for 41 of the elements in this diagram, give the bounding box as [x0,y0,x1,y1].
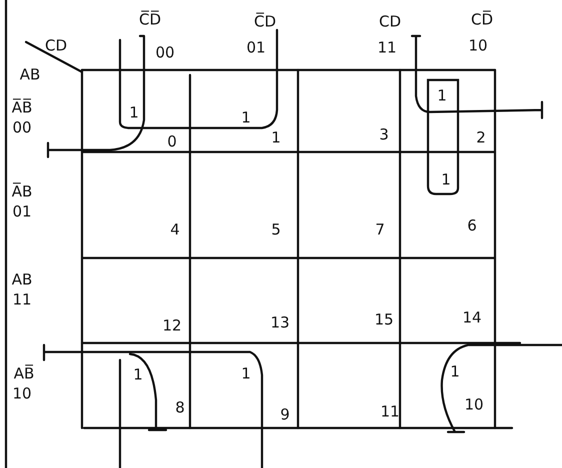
minterm-number: 15 [374,312,394,328]
minterm-number: 6 [467,218,477,234]
column-code-label: 10 [468,38,488,54]
cell-value: 1 [441,172,451,188]
cell-value: 1 [133,368,143,382]
minterm-number: 13 [270,316,290,330]
row-code-label: 00 [12,120,32,136]
row-variable-label: AB [12,272,32,288]
cell-value: 1 [450,364,460,380]
row-code-label: 11 [12,292,32,308]
column-variable-label: CD̅ [470,12,494,28]
column-variable-label: CD [378,14,402,30]
minterm-number: 11 [380,404,400,420]
cell-value: 1 [241,366,251,382]
row-variables-label: AB [20,68,40,82]
minterm-number: 14 [462,310,482,326]
minterm-number: 3 [379,128,389,142]
row-code-label: 01 [12,204,32,220]
minterm-number: 8 [175,400,185,416]
cell-value: 1 [437,88,447,104]
column-code-label: 01 [246,40,266,56]
cell-value: 1 [129,106,139,120]
column-variable-label: C̅D̅ [138,12,162,28]
minterm-number: 10 [464,398,484,412]
minterm-number: 9 [280,408,290,422]
minterm-number: 1 [271,130,281,146]
row-variable-label: A̅B [12,184,32,200]
minterm-number: 4 [170,222,180,238]
minterm-number: 5 [271,222,281,238]
column-code-label: 11 [377,40,397,56]
minterm-number: 12 [162,318,182,334]
minterm-number: 2 [476,130,486,146]
row-variable-label: AB̅ [14,366,34,382]
column-variables-label: CD [44,38,68,54]
minterm-number: 0 [167,134,177,150]
column-code-label: 00 [155,46,175,60]
row-variable-label: A̅B̅ [12,100,32,116]
minterm-number: 7 [375,222,385,238]
cell-value: 1 [241,110,251,126]
column-variable-label: C̅D [254,14,276,30]
row-code-label: 10 [12,386,32,402]
